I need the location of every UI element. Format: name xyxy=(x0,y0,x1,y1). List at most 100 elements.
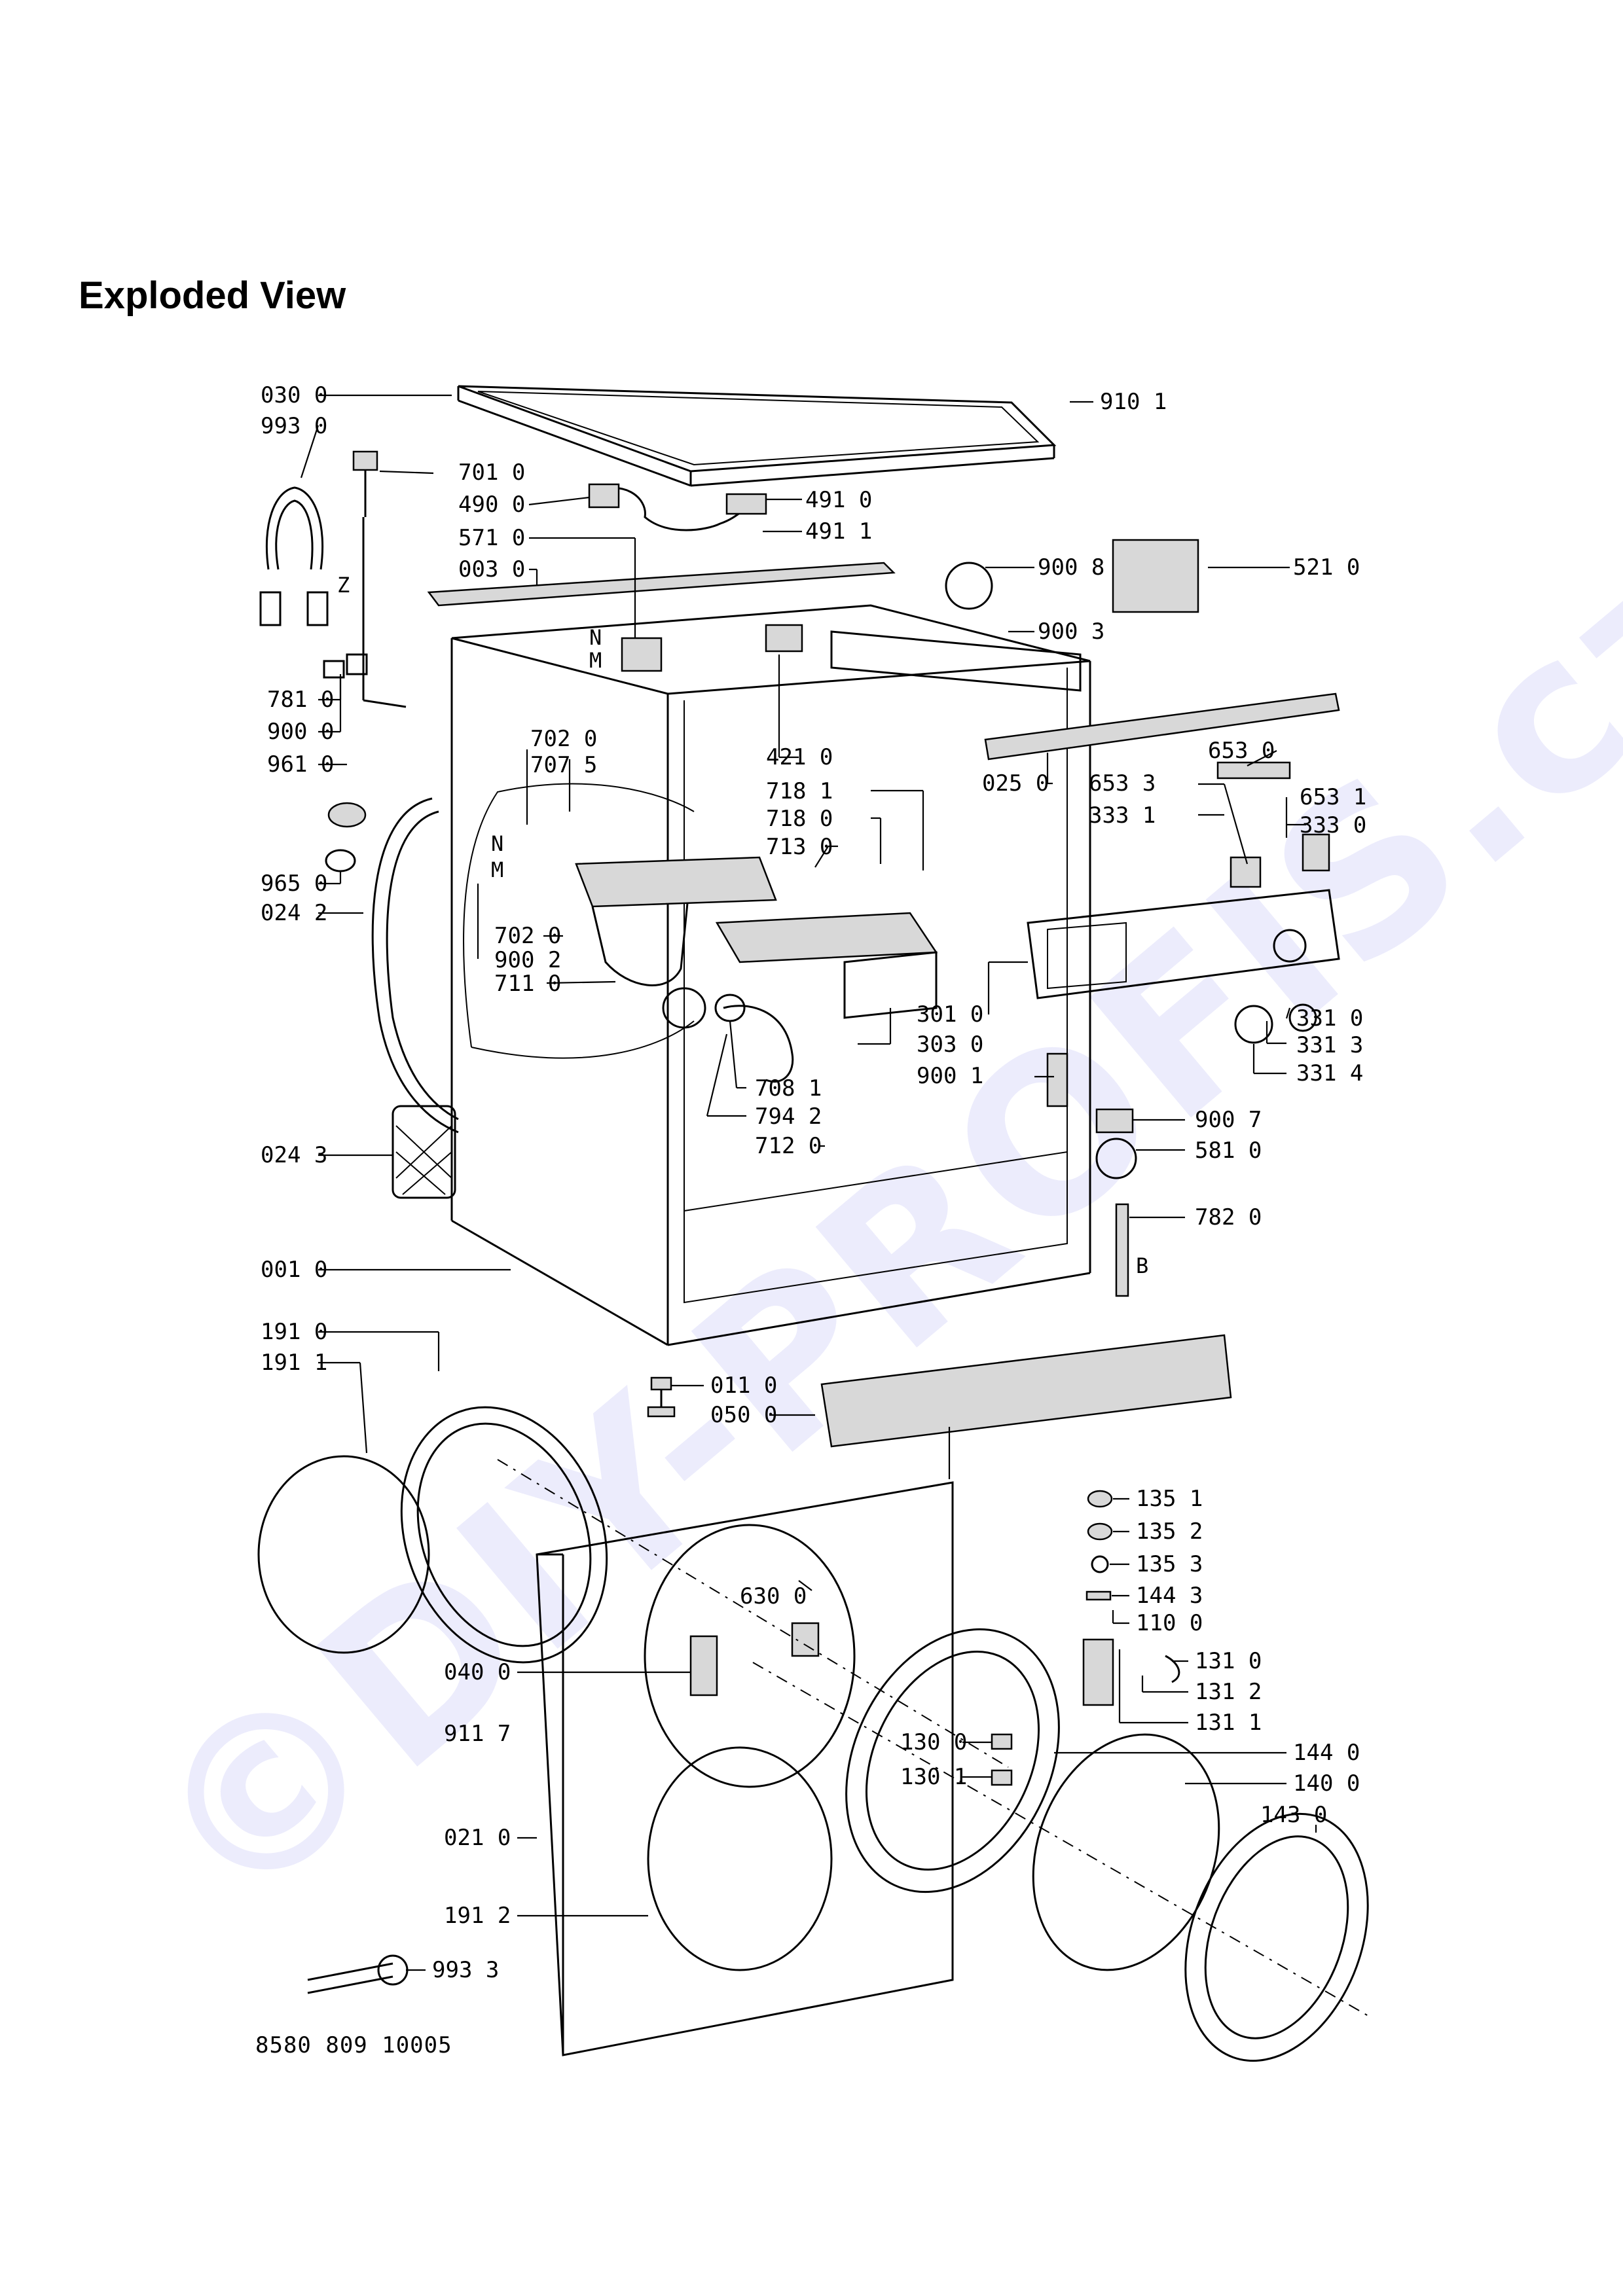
control-panel-drawing xyxy=(1027,889,1340,999)
part-label: 712 0 xyxy=(755,1133,822,1159)
filter-024-3-drawing xyxy=(392,1105,456,1199)
part-label: 135 1 xyxy=(1136,1486,1203,1512)
part-label: 331 3 xyxy=(1296,1032,1363,1058)
hose-794-drawing xyxy=(723,1005,794,1083)
part-label: 491 0 xyxy=(805,487,872,513)
document-number: 8580 809 10005 xyxy=(255,2032,452,2058)
part-label: 961 0 xyxy=(267,751,334,778)
part-label: 025 0 xyxy=(982,770,1049,797)
part-label: 331 4 xyxy=(1296,1060,1363,1086)
part-label: 781 0 xyxy=(267,687,334,713)
page-title: Exploded View xyxy=(79,274,346,317)
glass-191-1-drawing xyxy=(257,1455,430,1654)
knob-331-4-drawing xyxy=(1234,1005,1273,1044)
part-653-1-drawing xyxy=(1302,833,1330,872)
part-label: 130 0 xyxy=(900,1729,967,1755)
part-label: 135 2 xyxy=(1136,1518,1203,1545)
part-900-1-drawing xyxy=(1046,1052,1068,1107)
part-label: 701 0 xyxy=(458,459,525,486)
part-label: 030 0 xyxy=(261,382,327,408)
part-label: 993 0 xyxy=(261,413,327,439)
gasket-024-inner-drawing xyxy=(386,810,459,1121)
marker-n: N xyxy=(589,625,602,650)
part-653-drawing xyxy=(1216,761,1291,780)
part-label: 707 5 xyxy=(530,752,597,778)
part-label: 718 0 xyxy=(766,806,833,832)
handle-110-drawing xyxy=(1082,1638,1114,1706)
part-label: 702 0 xyxy=(494,923,561,949)
part-label: 490 0 xyxy=(458,492,525,518)
part-label: 794 2 xyxy=(755,1103,822,1130)
part-labels: 030 0 993 0 910 1 701 0 490 0 491 0 571 … xyxy=(261,382,1366,1983)
part-label: 653 3 xyxy=(1089,770,1156,797)
marker-n: N xyxy=(491,831,503,856)
part-130-0-drawing xyxy=(991,1733,1013,1750)
part-label: 144 3 xyxy=(1136,1583,1203,1609)
part-label: 135 3 xyxy=(1136,1551,1203,1577)
part-label: 131 0 xyxy=(1195,1648,1262,1674)
part-label: 900 8 xyxy=(1038,554,1104,581)
part-965-drawing xyxy=(325,849,356,872)
marker-b: B xyxy=(1136,1253,1148,1278)
part-label: 191 2 xyxy=(444,1903,511,1929)
part-label: 711 0 xyxy=(494,971,561,997)
part-label: 301 0 xyxy=(917,1001,983,1028)
door-frame-144-drawing xyxy=(845,1628,1060,1893)
part-900-8-drawing xyxy=(945,562,993,610)
part-label: 653 1 xyxy=(1300,784,1366,810)
part-label: 713 0 xyxy=(766,834,833,860)
marker-z: Z xyxy=(337,573,350,598)
part-label: 993 3 xyxy=(432,1957,499,1983)
front-strip-drawing xyxy=(427,562,896,607)
dispenser-housing-drawing xyxy=(575,856,777,1029)
part-135-3-drawing xyxy=(1091,1555,1109,1573)
part-label: 024 3 xyxy=(261,1142,327,1168)
part-label: 491 1 xyxy=(805,518,872,545)
plug-490-drawing xyxy=(588,483,620,509)
wiring-900-3-drawing xyxy=(830,630,1082,692)
part-label: 900 1 xyxy=(917,1063,983,1089)
part-label: 024 2 xyxy=(261,900,327,926)
gasket-024-drawing xyxy=(371,797,459,1134)
part-label: 303 0 xyxy=(917,1031,983,1058)
drawer-303-drawing xyxy=(715,912,938,1019)
part-label: 708 1 xyxy=(755,1075,822,1102)
part-label: 130 1 xyxy=(900,1764,967,1790)
top-cover-drawing xyxy=(457,385,1057,487)
axis-line xyxy=(752,1662,1369,2017)
kickplate-050-drawing xyxy=(820,1334,1232,1448)
rail-025-drawing xyxy=(984,692,1340,761)
part-label: 040 0 xyxy=(444,1659,511,1685)
part-label: 191 1 xyxy=(261,1350,327,1376)
part-131-0-drawing xyxy=(1165,1655,1180,1683)
part-label: 143 0 xyxy=(1260,1802,1327,1828)
tool-993-3-drawing xyxy=(307,1954,409,1994)
leader-lines xyxy=(300,394,1317,1971)
part-label: 110 0 xyxy=(1136,1610,1203,1636)
part-label: 050 0 xyxy=(710,1402,777,1428)
axis-line xyxy=(497,1459,1009,1768)
part-label: 131 2 xyxy=(1195,1679,1262,1705)
part-144-3-drawing xyxy=(1085,1590,1112,1601)
part-label: 331 0 xyxy=(1296,1005,1363,1031)
part-label: 718 1 xyxy=(766,778,833,804)
part-333-1-drawing xyxy=(1230,856,1262,888)
part-130-1-drawing xyxy=(991,1769,1013,1786)
part-label: 653 0 xyxy=(1208,738,1275,764)
part-label: 900 7 xyxy=(1195,1107,1262,1133)
part-label: 001 0 xyxy=(261,1257,327,1283)
letter-markers: Z N M N M B xyxy=(337,573,1148,1278)
clamp-708-drawing xyxy=(714,994,746,1022)
part-label: 702 0 xyxy=(530,726,597,752)
part-label: 521 0 xyxy=(1293,554,1360,581)
rod-782-drawing xyxy=(1115,1203,1129,1297)
inlet-hose-drawing xyxy=(259,486,368,679)
marker-m: M xyxy=(491,857,503,882)
part-label: 011 0 xyxy=(710,1372,777,1399)
part-491-drawing xyxy=(725,493,767,515)
part-label: 900 0 xyxy=(267,719,334,745)
part-581-drawing xyxy=(1095,1138,1137,1179)
part-961-drawing xyxy=(327,802,367,828)
part-label: 965 0 xyxy=(261,870,327,897)
